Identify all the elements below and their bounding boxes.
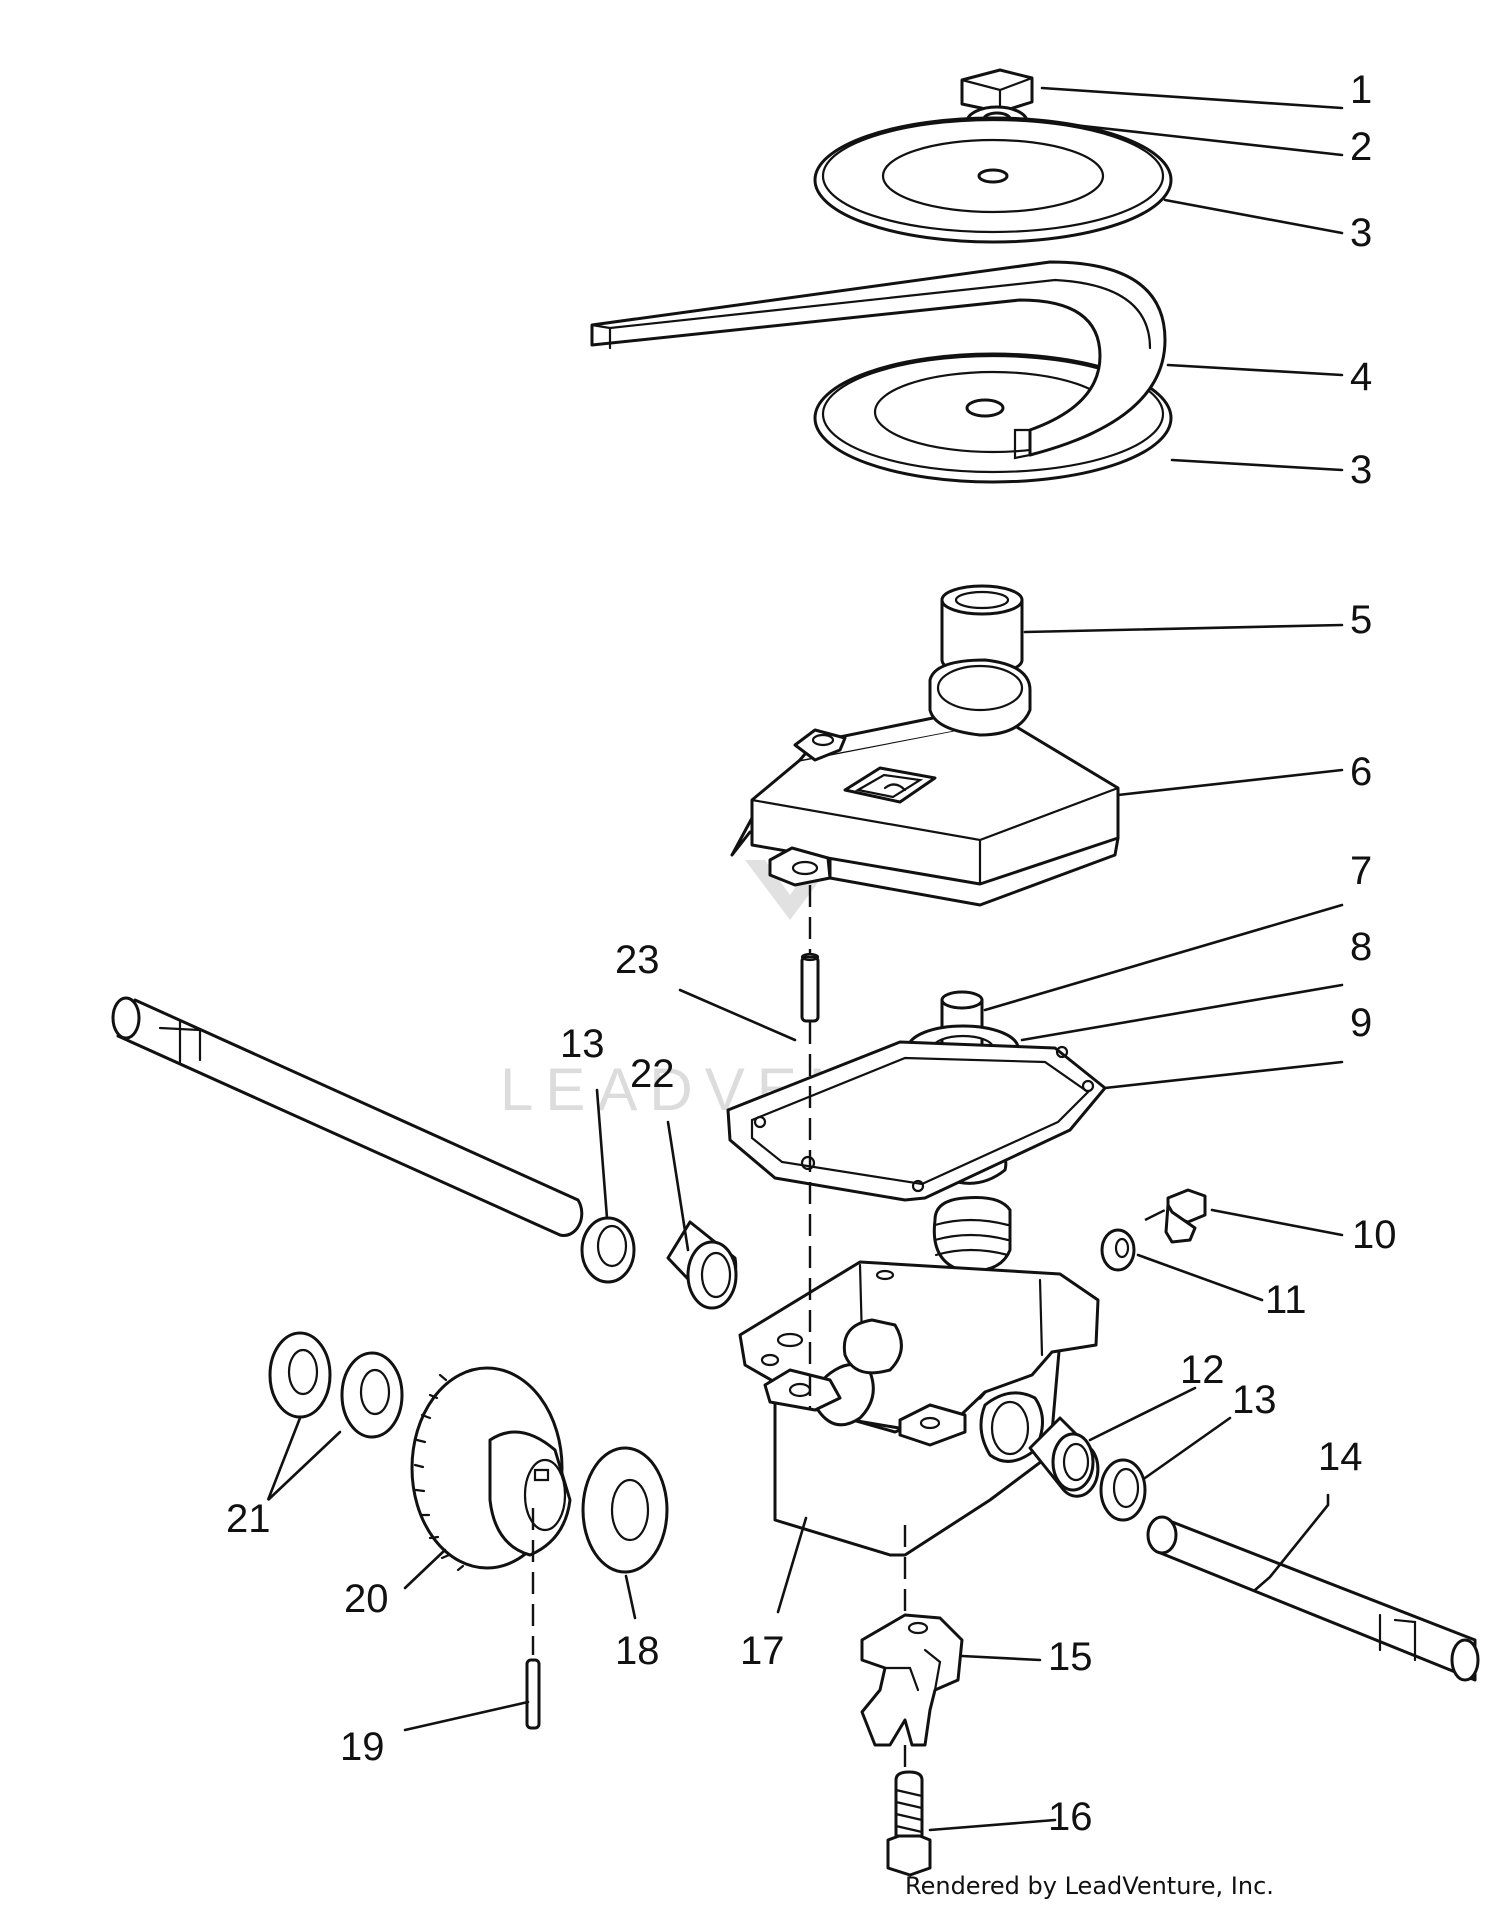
callout-2: 2 <box>1350 125 1372 169</box>
part-3-drive-plate-upper[interactable] <box>813 116 1173 244</box>
callout-20: 20 <box>344 1577 389 1621</box>
callout-8: 8 <box>1350 925 1372 969</box>
callout-6: 6 <box>1350 750 1372 794</box>
callout-10: 10 <box>1352 1213 1397 1257</box>
callout-14: 14 <box>1318 1435 1363 1479</box>
part-21-washer-b[interactable] <box>340 1351 404 1439</box>
part-11-washer[interactable] <box>1100 1228 1136 1272</box>
leader-lines <box>266 86 1344 1832</box>
part-10-screw[interactable] <box>1164 1188 1207 1244</box>
callout-22: 22 <box>630 1052 675 1096</box>
callout-17: 17 <box>740 1629 785 1673</box>
part-22-bushing[interactable] <box>666 1220 738 1310</box>
part-14-axle-shaft[interactable] <box>1146 1515 1480 1682</box>
callout-15: 15 <box>1048 1635 1093 1679</box>
callout-labels: 1 2 3 4 3 5 6 7 8 9 10 11 12 13 14 15 16… <box>226 68 1397 1839</box>
part-19-roll-pin[interactable] <box>525 1658 541 1730</box>
callout-3-lower: 3 <box>1350 448 1372 492</box>
part-3-drive-plate-lower[interactable] <box>813 352 1173 484</box>
callout-13-right: 13 <box>1232 1378 1277 1422</box>
part-20-drive-gear[interactable] <box>410 1366 572 1572</box>
part-17-gear-case[interactable] <box>738 1260 1100 1557</box>
callout-9: 9 <box>1350 1001 1372 1045</box>
callout-3-upper: 3 <box>1350 211 1372 255</box>
callout-12: 12 <box>1180 1348 1225 1392</box>
part-23-dowel-pin[interactable] <box>800 952 820 1023</box>
part-13-seal-right[interactable] <box>1099 1458 1147 1522</box>
part-15-shift-fork[interactable] <box>860 1613 964 1747</box>
render-credit: Rendered by LeadVenture, Inc. <box>905 1872 1274 1900</box>
assembly-centerlines <box>531 885 1166 1770</box>
part-16-bolt[interactable] <box>886 1770 932 1877</box>
left-axle-shaft[interactable] <box>111 996 584 1237</box>
callout-16: 16 <box>1048 1795 1093 1839</box>
part-6-gear-case-cover[interactable] <box>730 658 1120 907</box>
callout-4: 4 <box>1350 355 1372 399</box>
callout-19: 19 <box>340 1725 385 1769</box>
callout-1: 1 <box>1350 68 1372 112</box>
callout-13-left: 13 <box>560 1022 605 1066</box>
part-13-seal-left[interactable] <box>580 1216 636 1284</box>
callout-18: 18 <box>615 1629 660 1673</box>
part-21-washer-a[interactable] <box>268 1331 332 1419</box>
part-12-bushing[interactable] <box>1028 1416 1100 1498</box>
callout-23: 23 <box>615 938 660 982</box>
callout-7: 7 <box>1350 849 1372 893</box>
part-18-washer[interactable] <box>581 1446 669 1574</box>
part-9-gasket[interactable] <box>726 1040 1107 1202</box>
callout-5: 5 <box>1350 598 1372 642</box>
part-4-spiral-spring[interactable] <box>590 260 1167 460</box>
callout-21: 21 <box>226 1497 271 1541</box>
callout-11: 11 <box>1265 1278 1307 1322</box>
